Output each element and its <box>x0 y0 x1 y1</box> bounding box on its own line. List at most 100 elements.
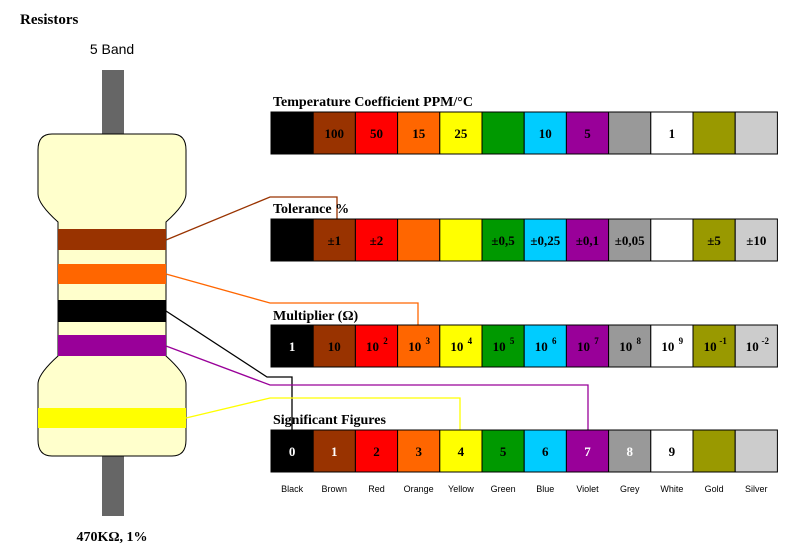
band-leader-lines <box>165 196 589 432</box>
cell-value-figures-yellow: 4 <box>458 444 465 459</box>
cell-value-figures-grey: 8 <box>626 444 633 459</box>
cell-exponent-multiplier-violet: 7 <box>594 336 599 346</box>
resistor-band-2 <box>58 264 166 284</box>
cell-multiplier-white <box>650 324 694 368</box>
cell-figures-silver <box>734 429 778 473</box>
cell-value-figures-orange: 3 <box>415 444 422 459</box>
color-name-black: Black <box>281 484 304 494</box>
leader-line-band-3 <box>165 310 293 432</box>
cell-value-multiplier-yellow: 10 <box>450 339 463 354</box>
band-count-label: 5 Band <box>90 41 134 57</box>
cell-tolerance-blue <box>523 218 567 262</box>
cell-value-tempco-violet: 5 <box>584 126 591 141</box>
color-name-green: Green <box>491 484 516 494</box>
color-name-violet: Violet <box>576 484 599 494</box>
resistor-body <box>37 133 187 457</box>
cell-value-tempco-yellow: 25 <box>454 126 468 141</box>
cell-value-tolerance-violet: ±0,1 <box>576 233 599 248</box>
cell-multiplier-black <box>270 324 314 368</box>
cell-tempco-red <box>354 111 399 155</box>
cell-value-multiplier-silver: 10 <box>746 339 759 354</box>
cell-value-tempco-red: 50 <box>370 126 383 141</box>
cell-multiplier-brown <box>312 324 356 368</box>
cell-figures-yellow <box>439 429 483 473</box>
cell-multiplier-violet <box>565 324 610 368</box>
resistor-band-1 <box>58 229 166 250</box>
cell-figures-brown <box>312 429 356 473</box>
cell-tempco-green <box>481 111 525 155</box>
cell-value-tolerance-green: ±0,5 <box>491 233 515 248</box>
cell-exponent-multiplier-gold: -1 <box>719 336 727 346</box>
cell-tempco-grey <box>608 111 652 155</box>
color-name-silver: Silver <box>745 484 768 494</box>
leader-line-band-4 <box>165 345 589 432</box>
resistor <box>37 70 187 516</box>
table-tolerance: Tolerance %±1±2±0,5±0,25±0,1±0,05±5±10 <box>270 202 778 262</box>
color-name-brown: Brown <box>322 484 348 494</box>
cell-multiplier-silver <box>734 324 778 368</box>
page-title: Resistors <box>20 12 78 28</box>
cell-multiplier-red <box>354 324 399 368</box>
color-name-white: White <box>660 484 683 494</box>
table-label-tolerance: Tolerance % <box>273 202 349 217</box>
cell-tolerance-orange <box>397 218 441 262</box>
leader-line-band-1 <box>165 196 338 241</box>
color-name-blue: Blue <box>536 484 554 494</box>
resistor-bottom-lead <box>102 448 124 516</box>
cell-value-multiplier-brown: 10 <box>328 339 341 354</box>
cell-value-multiplier-violet: 10 <box>577 339 590 354</box>
cell-value-multiplier-red: 10 <box>366 339 379 354</box>
cell-value-figures-white: 9 <box>669 444 676 459</box>
cell-value-tolerance-red: ±2 <box>370 233 384 248</box>
cell-exponent-multiplier-orange: 3 <box>425 336 430 346</box>
cell-multiplier-yellow <box>439 324 483 368</box>
cell-exponent-multiplier-green: 5 <box>510 336 515 346</box>
cell-value-figures-brown: 1 <box>331 444 338 459</box>
cell-value-tolerance-blue: ±0,25 <box>530 233 560 248</box>
cell-exponent-multiplier-blue: 6 <box>552 336 557 346</box>
cell-tempco-black <box>270 111 314 155</box>
resistor-value-label: 470KΩ, 1% <box>76 530 147 545</box>
cell-figures-gold <box>692 429 736 473</box>
leader-line-band-2 <box>165 273 419 327</box>
cell-figures-violet <box>565 429 610 473</box>
cell-multiplier-orange <box>397 324 441 368</box>
color-name-red: Red <box>368 484 385 494</box>
cell-tolerance-black <box>270 218 314 262</box>
cell-value-tolerance-brown: ±1 <box>327 233 341 248</box>
cell-value-multiplier-gold: 10 <box>704 339 717 354</box>
cell-value-tempco-blue: 10 <box>539 126 552 141</box>
cell-tolerance-white <box>650 218 694 262</box>
cell-value-multiplier-orange: 10 <box>408 339 421 354</box>
cell-value-figures-blue: 6 <box>542 444 549 459</box>
cell-figures-black <box>270 429 314 473</box>
color-name-gold: Gold <box>705 484 724 494</box>
resistor-band-3 <box>58 300 166 322</box>
color-name-grey: Grey <box>620 484 640 494</box>
cell-tempco-silver <box>734 111 778 155</box>
color-name-orange: Orange <box>404 484 434 494</box>
cell-exponent-multiplier-grey: 8 <box>636 336 641 346</box>
resistor-band-5 <box>38 408 186 428</box>
cell-value-figures-black: 0 <box>289 444 296 459</box>
cell-tolerance-grey <box>608 218 652 262</box>
cell-tempco-orange <box>397 111 441 155</box>
cell-tempco-white <box>650 111 694 155</box>
table-label-figures: Significant Figures <box>273 413 386 428</box>
cell-value-tolerance-gold: ±5 <box>707 233 721 248</box>
cell-exponent-multiplier-white: 9 <box>679 336 684 346</box>
cell-multiplier-grey <box>608 324 652 368</box>
cell-exponent-multiplier-yellow: 4 <box>468 336 473 346</box>
cell-value-tempco-brown: 100 <box>325 126 345 141</box>
resistor-top-lead <box>102 70 124 140</box>
cell-exponent-multiplier-silver: -2 <box>762 336 770 346</box>
cell-tempco-blue <box>523 111 567 155</box>
cell-value-multiplier-green: 10 <box>493 339 506 354</box>
cell-tempco-brown <box>312 111 356 155</box>
cell-tolerance-red <box>354 218 399 262</box>
cell-exponent-multiplier-red: 2 <box>383 336 388 346</box>
cell-tolerance-silver <box>734 218 778 262</box>
